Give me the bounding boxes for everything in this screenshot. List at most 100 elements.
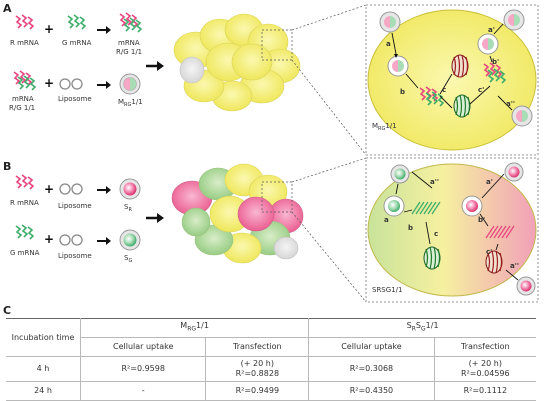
panel-c-letter: C (3, 304, 11, 317)
subheader-m-uptake: Cellular uptake (79, 337, 207, 357)
row-time: 24 h (6, 381, 81, 401)
red-mrna-icon-b (15, 174, 34, 190)
plus-icon-b2: + (44, 232, 54, 246)
svg-text:c: c (434, 230, 438, 238)
subheader-s-uptake: Cellular uptake (308, 337, 435, 357)
svg-text:b': b' (492, 58, 499, 66)
r-mrna-label: R mRNA (10, 39, 39, 47)
panel-b-row1: R mRNA + Liposome SR (10, 174, 141, 213)
green-mrna-icon (67, 14, 86, 30)
subheader-m-transfection: Transfection (205, 337, 310, 357)
svg-text:b: b (408, 224, 413, 232)
cell-a-contents (379, 9, 533, 127)
panel-a-letter: A (3, 2, 12, 15)
big-arrow-b-head (157, 213, 164, 223)
endosome-icon (461, 195, 483, 217)
g-mrna-label-b: G mRNA (10, 249, 40, 257)
g-mrna-label: G mRNA (62, 39, 92, 47)
svg-text:c': c' (486, 248, 492, 256)
particle-icon (516, 276, 536, 296)
mrna2-label-line1: mRNA (12, 95, 34, 103)
plus-icon: + (44, 22, 54, 36)
row-s-uptake: R²=0.3068 (308, 356, 435, 382)
mix-label-line1: mRNA (118, 39, 140, 47)
row-time: 4 h (6, 356, 81, 382)
endosome-icon (383, 195, 405, 217)
zoom-box-b (261, 181, 293, 213)
liposome-label-b1: Liposome (58, 202, 92, 210)
sr-particle-icon (119, 178, 141, 200)
row-s-transfection: (+ 20 h)R²=0.04596 (433, 356, 536, 382)
row-m-transfection: R²=0.9499 (205, 381, 310, 401)
liposome-icon-b1 (59, 183, 83, 195)
red-mrna-icon (15, 14, 34, 30)
zoom-box-a (261, 29, 293, 61)
cell-a-label: MRG1/1 (372, 122, 397, 132)
panel-b-row2: G mRNA + Liposome SG (10, 224, 141, 264)
svg-text:b': b' (478, 216, 485, 224)
sg-label: SG (124, 254, 132, 264)
table-row: 24 h - R²=0.9499 R²=0.4350 R²=0.1112 (6, 381, 536, 401)
green-mrna-strands-icon (411, 201, 441, 215)
cell-b-label: SRSG1/1 (372, 286, 402, 294)
particle-icon (503, 9, 525, 31)
particle-icon (379, 11, 401, 33)
svg-text:a'': a'' (510, 262, 519, 270)
svg-text:a'': a'' (506, 100, 515, 108)
cell-b-contents (383, 162, 536, 296)
panel-a-row2: mRNA R/G 1/1 + Liposome MRG1/1 (9, 70, 143, 112)
svg-text:a': a' (486, 178, 493, 186)
row-m-uptake: - (79, 381, 207, 401)
r-mrna-label-b: R mRNA (10, 199, 39, 207)
svg-text:c': c' (478, 86, 484, 94)
row-s-transfection: R²=0.1112 (433, 381, 536, 401)
arrow-head-icon-b1 (106, 186, 111, 194)
row-m-uptake: R²=0.9598 (79, 356, 207, 382)
particle-icon (390, 164, 410, 184)
red-mrna-strands-icon (485, 225, 515, 239)
svg-text:c: c (442, 86, 446, 94)
big-arrow-a-head (157, 61, 164, 71)
panel-b-letter: B (3, 160, 11, 173)
mrg-product-label: MRG1/1 (118, 98, 143, 108)
mixed-mrna-icon (119, 12, 142, 33)
table-row: 4 h R²=0.9598 (+ 20 h)R²=0.8828 R²=0.306… (6, 356, 536, 382)
red-protein-icon (451, 54, 469, 78)
correlation-table: Incubation time MRG1/1 SRSG1/1 Cellular … (6, 318, 536, 401)
sr-label: SR (124, 203, 132, 213)
particle-icon (504, 162, 524, 182)
green-protein-icon (453, 94, 471, 118)
subheader-s-transfection: Transfection (433, 337, 536, 357)
header-mrg: MRG1/1 (79, 318, 310, 338)
arrow-head-icon-b2 (106, 237, 111, 245)
cell-cluster-a (173, 13, 301, 112)
endosome-icon (477, 33, 499, 55)
zoom-lines-a (291, 4, 367, 156)
cell-b-step-labels: a a'' a' b b' c c' a'' (384, 178, 519, 270)
plus-icon-2: + (44, 76, 54, 90)
mixed-mrna-icon-2 (13, 70, 36, 91)
cell-a-step-labels: a a' b b' a'' c c' (386, 26, 515, 108)
green-protein-icon-b (423, 246, 441, 270)
row-s-uptake: R²=0.4350 (308, 381, 435, 401)
svg-text:a: a (384, 216, 389, 224)
header-srsg: SRSG1/1 (308, 318, 536, 338)
svg-text:a'': a'' (430, 178, 439, 186)
liposome-icon-b2 (59, 234, 83, 246)
svg-text:b: b (400, 88, 405, 96)
sg-particle-icon (119, 229, 141, 251)
mrna2-label-line2: R/G 1/1 (9, 104, 35, 112)
liposome-label-b2: Liposome (58, 252, 92, 260)
liposome-label: Liposome (58, 95, 92, 103)
green-mrna-icon-b (15, 224, 34, 240)
cell-cluster-b (171, 163, 304, 264)
endosome-icon (387, 55, 409, 77)
header-incubation-time: Incubation time (6, 318, 81, 357)
zoom-lines-b (291, 157, 367, 303)
row-m-transfection: (+ 20 h)R²=0.8828 (205, 356, 310, 382)
panel-a-row1: R mRNA + G mRNA mRNA R/G 1/1 (10, 12, 142, 56)
svg-text:a: a (386, 40, 391, 48)
mix-label-line2: R/G 1/1 (116, 48, 142, 56)
svg-text:a': a' (488, 26, 495, 34)
